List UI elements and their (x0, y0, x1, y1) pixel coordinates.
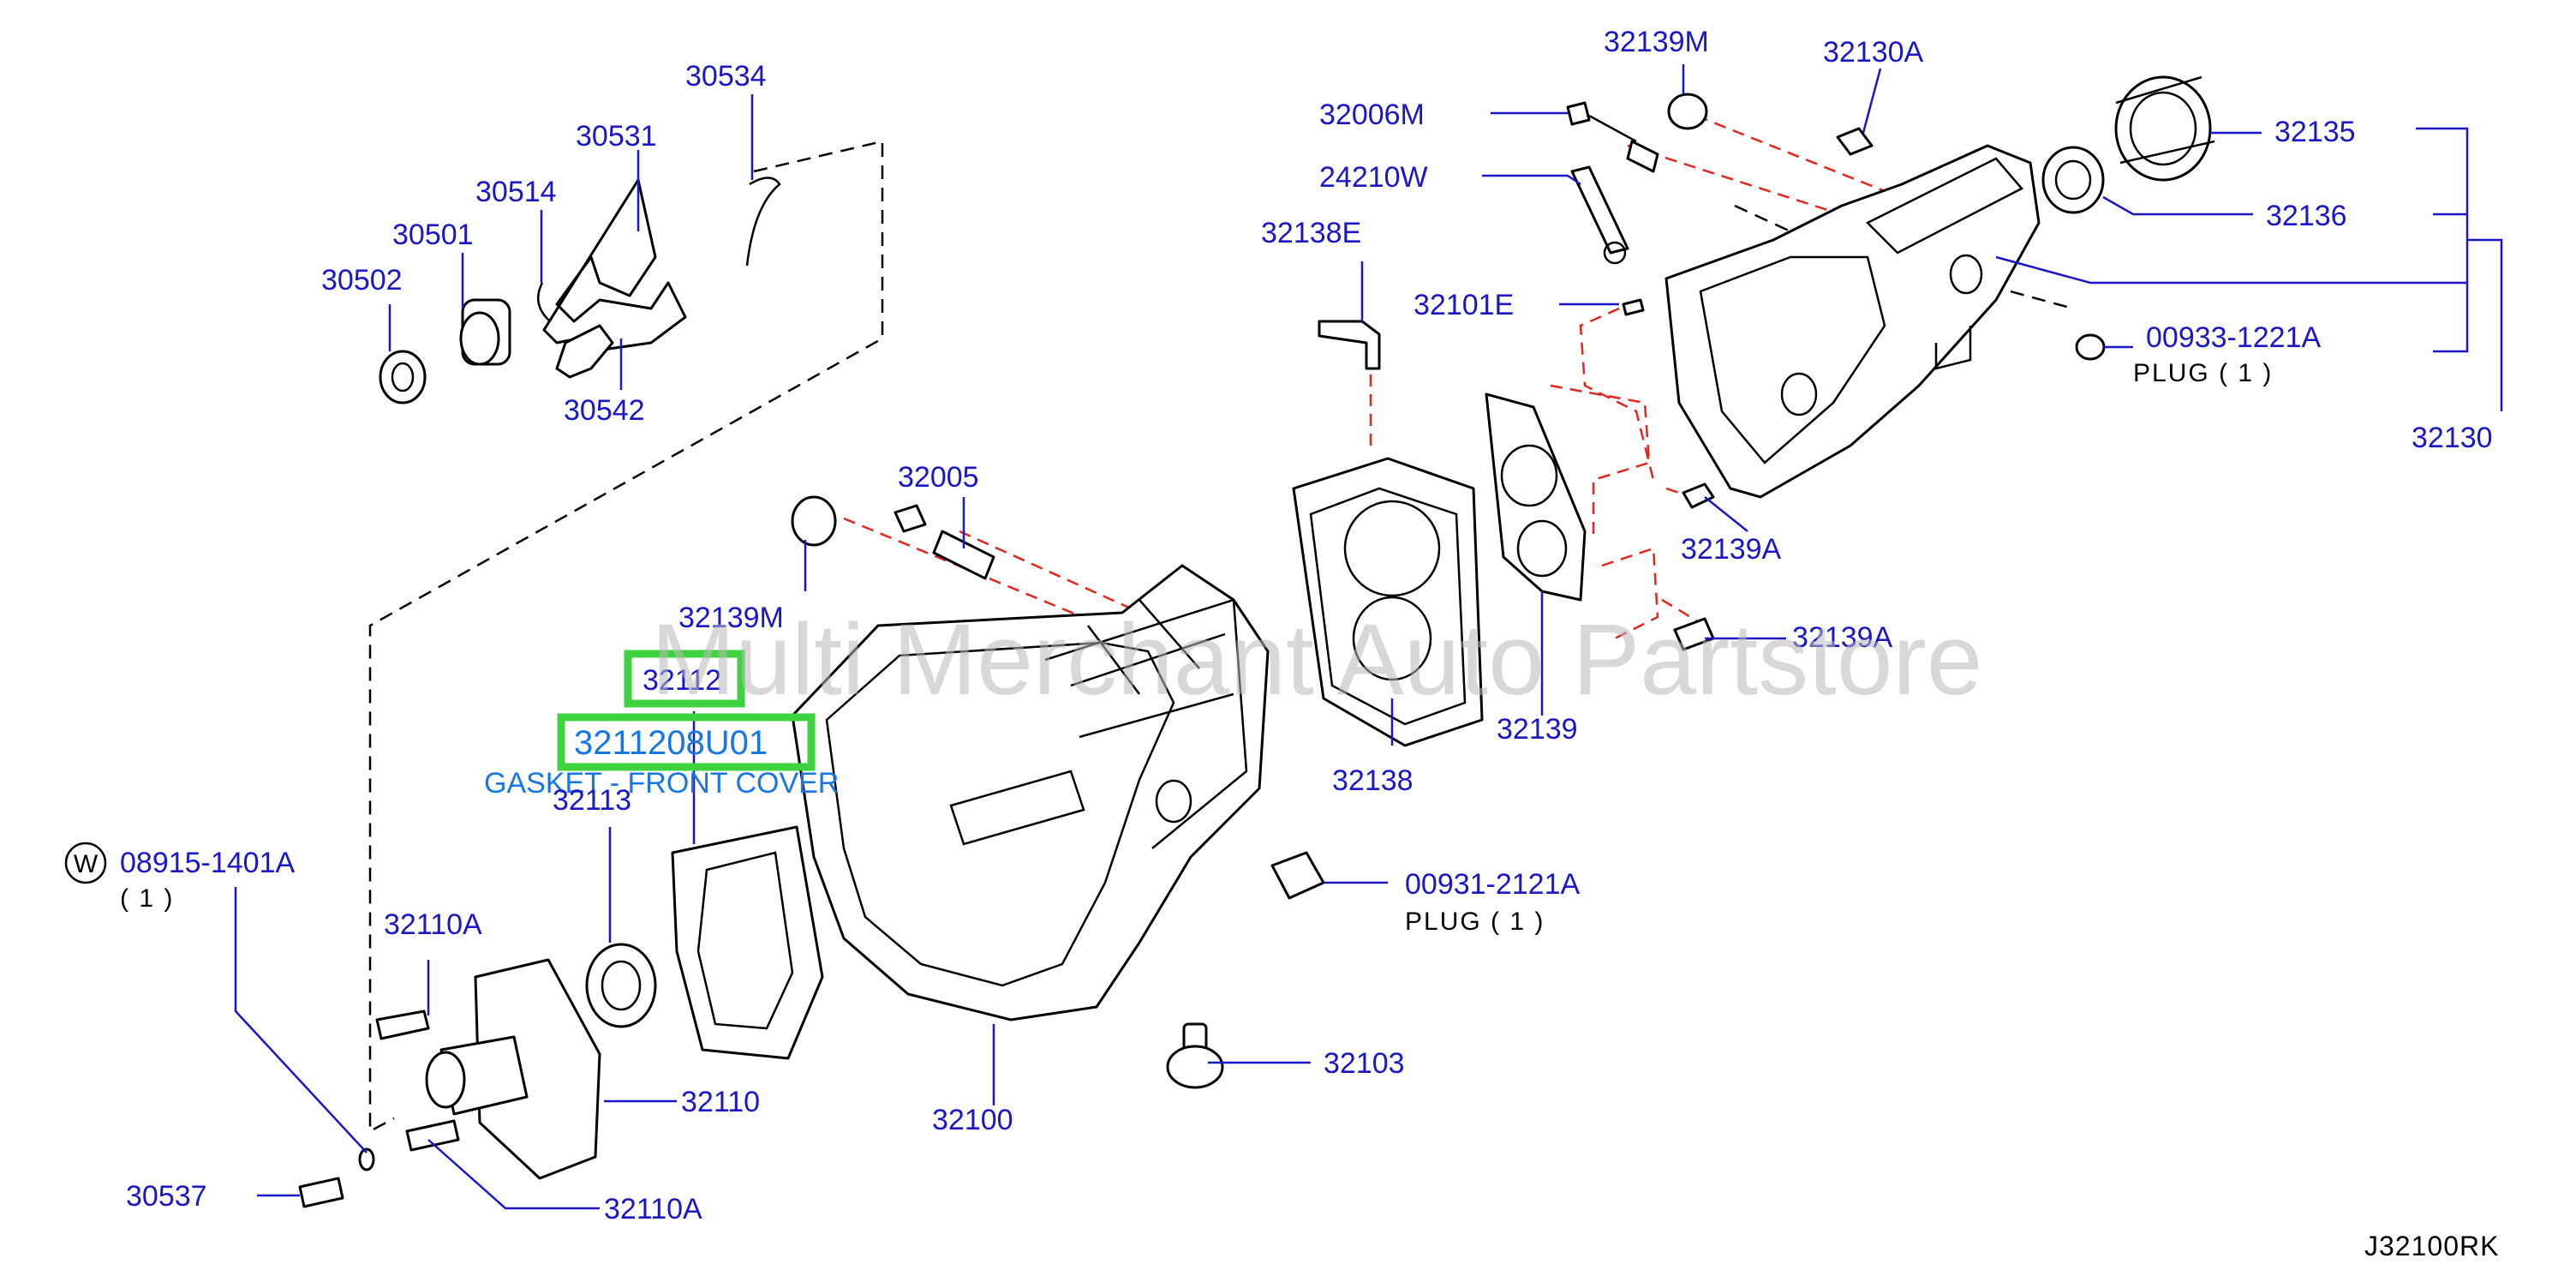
label-32006m[interactable]: 32006M (1319, 99, 1425, 131)
label-30501[interactable]: 30501 (392, 219, 474, 251)
transmission-case (1665, 144, 2041, 499)
label-32110a-lower[interactable]: 32110A (604, 1193, 702, 1225)
plug-00931 (1270, 851, 1325, 900)
label-00933-1221a[interactable]: 00933-1221A (2146, 321, 2322, 354)
leader-lines (234, 64, 2503, 1210)
seal-32136 (2041, 146, 2105, 214)
label-32113[interactable]: 32113 (553, 784, 631, 817)
label-32135[interactable]: 32135 (2274, 116, 2356, 148)
label-30534[interactable]: 30534 (685, 60, 767, 93)
switch-32005 (791, 495, 995, 580)
label-24210w[interactable]: 24210W (1319, 161, 1428, 194)
adapter-plate (1292, 457, 1484, 747)
label-32100[interactable]: 32100 (932, 1104, 1013, 1136)
gasket-32139 (1485, 392, 1587, 602)
label-32136[interactable]: 32136 (2266, 200, 2347, 232)
highlight-description: GASKET - FRONT COVER (484, 767, 839, 800)
top-small-parts (1318, 93, 2106, 651)
bearing-32135 (2114, 75, 2215, 182)
diagram-code: J32100RK (2364, 1231, 2499, 1261)
label-32139m-upper[interactable]: 32139M (1604, 26, 1709, 58)
label-30537[interactable]: 30537 (126, 1180, 207, 1213)
label-30531[interactable]: 30531 (576, 120, 657, 153)
label-32139m-lower[interactable]: 32139M (678, 602, 784, 634)
label-32110a-upper[interactable]: 32110A (384, 908, 482, 941)
label-08915-qty: ( 1 ) (120, 884, 174, 913)
label-32130a[interactable]: 32130A (1823, 36, 1924, 69)
label-32110[interactable]: 32110 (681, 1086, 760, 1118)
drain-plug (1166, 1022, 1224, 1089)
label-32130[interactable]: 32130 (2412, 422, 2493, 454)
label-00931-2121a[interactable]: 00931-2121A (1405, 868, 1581, 901)
label-30514[interactable]: 30514 (475, 176, 557, 208)
label-plug-00931: PLUG ( 1 ) (1405, 908, 1545, 936)
clutch-housing (791, 564, 1270, 1021)
label-32139a-upper[interactable]: 32139A (1681, 533, 1782, 566)
highlight-part-number[interactable]: 3211208U01 (574, 724, 768, 762)
label-32138[interactable]: 32138 (1332, 764, 1414, 797)
label-32101e[interactable]: 32101E (1414, 289, 1514, 321)
part-labels: 30534 30531 30514 30501 30502 30542 3200… (64, 26, 2499, 1261)
w-circle-letter: W (74, 850, 99, 878)
highlight-box-32112 (624, 650, 745, 708)
label-08915-1401a[interactable]: 08915-1401A (120, 847, 296, 879)
label-32112[interactable]: 32112 (643, 664, 721, 697)
shift-lever-group-outline (368, 140, 884, 1134)
highlight-box-part-number (557, 713, 816, 771)
shift-lever-parts (379, 177, 781, 404)
w-circle-icon (64, 842, 107, 884)
label-32103[interactable]: 32103 (1324, 1047, 1405, 1080)
label-32138e[interactable]: 32138E (1261, 217, 1361, 249)
label-30502[interactable]: 30502 (321, 264, 403, 297)
watermark: Multi Merchant Auto Partstore (651, 603, 1982, 716)
label-plug-00933: PLUG ( 1 ) (2133, 359, 2273, 387)
label-32139[interactable]: 32139 (1497, 713, 1578, 746)
front-cover-parts (298, 825, 824, 1208)
label-32005[interactable]: 32005 (898, 461, 979, 494)
label-30542[interactable]: 30542 (564, 394, 645, 427)
label-32139a-lower[interactable]: 32139A (1792, 621, 1893, 654)
